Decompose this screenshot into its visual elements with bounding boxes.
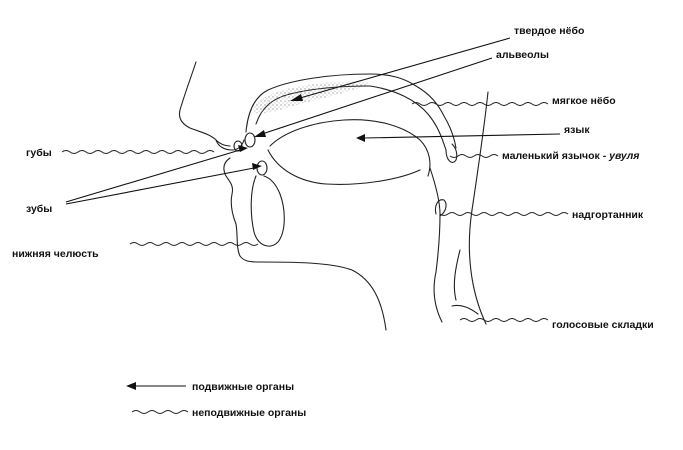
wave-vocal-folds	[460, 319, 548, 322]
lower-jaw-bone	[251, 176, 284, 246]
wave-lips	[62, 151, 214, 154]
label-lower-jaw: нижняя челюсть	[12, 248, 99, 260]
lower-lip-chin	[224, 158, 260, 262]
larynx-shape	[454, 250, 460, 300]
upper-incisor	[245, 133, 255, 147]
labels: твердое нёбо альвеолы мягкое нёбо язык м…	[12, 25, 654, 331]
soft-palate	[370, 86, 446, 150]
pharynx-front-wall	[430, 168, 442, 322]
legend: подвижные органы неподвижные органы	[126, 381, 306, 419]
legend-immovable-label: неподвижные органы	[192, 407, 306, 419]
tongue-lower	[268, 150, 420, 184]
label-hard-palate: твердое нёбо	[514, 25, 584, 37]
lower-incisor	[257, 161, 267, 175]
epiglottis-shape	[435, 200, 446, 216]
jaw-neck-outline	[260, 262, 386, 330]
wave-lower-jaw	[130, 243, 258, 246]
hard-palate-fill	[252, 81, 372, 113]
label-lips: губы	[26, 147, 52, 159]
vocal-fold-shape	[452, 305, 478, 314]
tongue-outline	[270, 120, 430, 176]
arrow-tongue	[364, 134, 560, 138]
wave-epiglottis	[440, 213, 568, 216]
legend-movable-label: подвижные органы	[192, 381, 294, 393]
legend-wave-line	[132, 411, 188, 414]
nose-outline	[179, 62, 230, 146]
uvula	[446, 144, 457, 162]
label-alveoli: альвеолы	[496, 49, 549, 61]
arrow-tongue-head	[356, 134, 365, 142]
pharynx-back-wall	[469, 92, 488, 324]
head-profile	[179, 62, 488, 330]
wave-soft-palate	[412, 103, 548, 106]
arrow-hard-palate	[300, 38, 510, 98]
arrow-alveoli-head	[254, 130, 266, 137]
legend-arrow-head	[126, 382, 136, 390]
label-uvula-italic: увуля	[608, 150, 639, 162]
label-teeth: зубы	[26, 203, 52, 215]
label-uvula-prefix: маленький язычок -	[502, 150, 609, 162]
label-vocal-folds: голосовые складки	[552, 319, 654, 331]
label-epiglottis: надгортанник	[572, 209, 644, 221]
movable-pointers	[66, 38, 560, 204]
label-uvula: маленький язычок - увуля	[502, 150, 639, 162]
label-soft-palate: мягкое нёбо	[552, 95, 616, 107]
label-tongue: язык	[564, 124, 590, 136]
